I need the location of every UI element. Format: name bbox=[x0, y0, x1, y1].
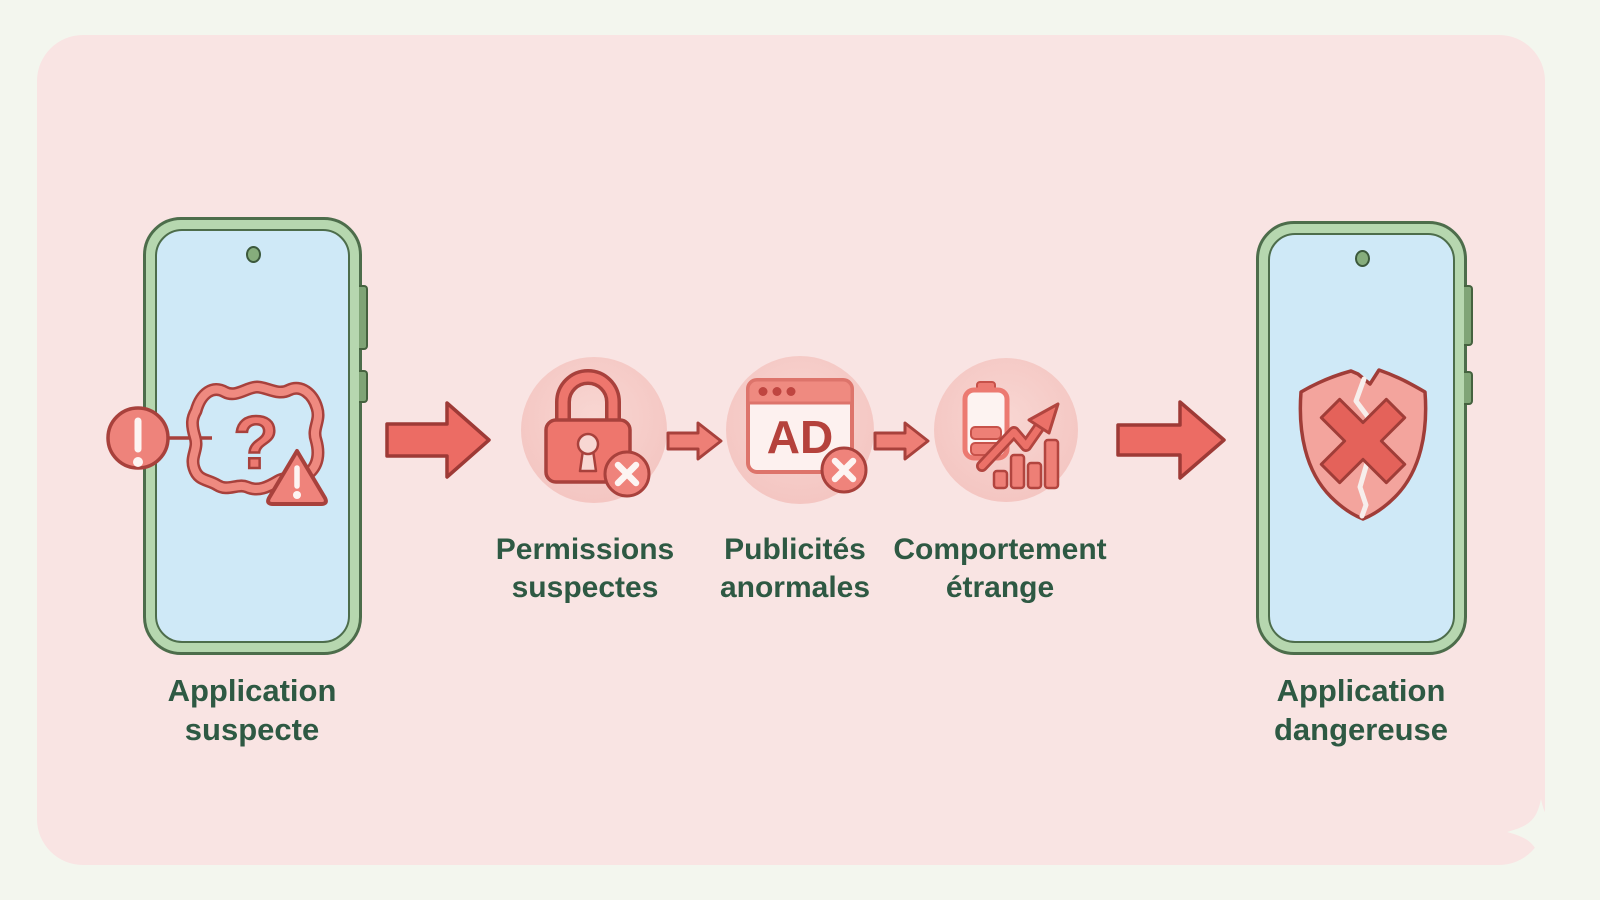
phone-side-button bbox=[1464, 371, 1473, 405]
label-line: anormales bbox=[719, 571, 871, 604]
label-line: suspectes bbox=[511, 571, 659, 604]
broken-shield-icon bbox=[1298, 368, 1428, 521]
step-label-ads: Publicités anormales bbox=[665, 531, 925, 607]
source-phone-label: Application suspecte bbox=[102, 671, 402, 749]
step-circle-behavior bbox=[934, 358, 1078, 502]
step-label-permissions: Permissions suspectes bbox=[455, 531, 715, 607]
camera-icon bbox=[1354, 250, 1370, 267]
x-cross-icon bbox=[1319, 397, 1407, 485]
alert-badge-icon bbox=[106, 406, 170, 470]
label-line: Application bbox=[1276, 673, 1446, 708]
sparkle-icon bbox=[1507, 799, 1575, 865]
ad-text: AD bbox=[767, 411, 833, 463]
step-arrow-icon bbox=[666, 421, 723, 461]
warning-triangle-icon bbox=[266, 449, 328, 506]
battery-chart-icon bbox=[962, 381, 1060, 490]
step-label-behavior: Comportement étrange bbox=[870, 531, 1130, 607]
label-line: dangereuse bbox=[1273, 712, 1448, 747]
cancel-badge-icon bbox=[603, 450, 651, 498]
label-line: Comportement bbox=[893, 533, 1107, 566]
result-phone-label: Application dangereuse bbox=[1211, 671, 1511, 749]
cancel-badge-icon bbox=[820, 446, 868, 494]
phone-side-button bbox=[1464, 285, 1473, 346]
step-circle-permissions bbox=[521, 357, 667, 503]
label-line: étrange bbox=[945, 571, 1055, 604]
flow-arrow-icon bbox=[385, 401, 491, 479]
label-line: suspecte bbox=[184, 712, 320, 747]
label-line: Application bbox=[167, 673, 337, 708]
camera-icon bbox=[245, 246, 261, 263]
phone-side-button bbox=[359, 285, 368, 350]
phone-side-button bbox=[359, 370, 368, 403]
flow-arrow-icon bbox=[1116, 400, 1226, 480]
question-mark: ? bbox=[233, 401, 278, 484]
lock-denied-icon bbox=[544, 369, 651, 498]
label-line: Publicités bbox=[724, 533, 866, 566]
label-line: Permissions bbox=[495, 533, 675, 566]
ad-window-icon: AD bbox=[746, 378, 868, 494]
suspicious-app-icon: ? bbox=[106, 380, 328, 506]
step-arrow-icon bbox=[873, 421, 930, 461]
step-circle-ads: AD bbox=[726, 356, 874, 504]
